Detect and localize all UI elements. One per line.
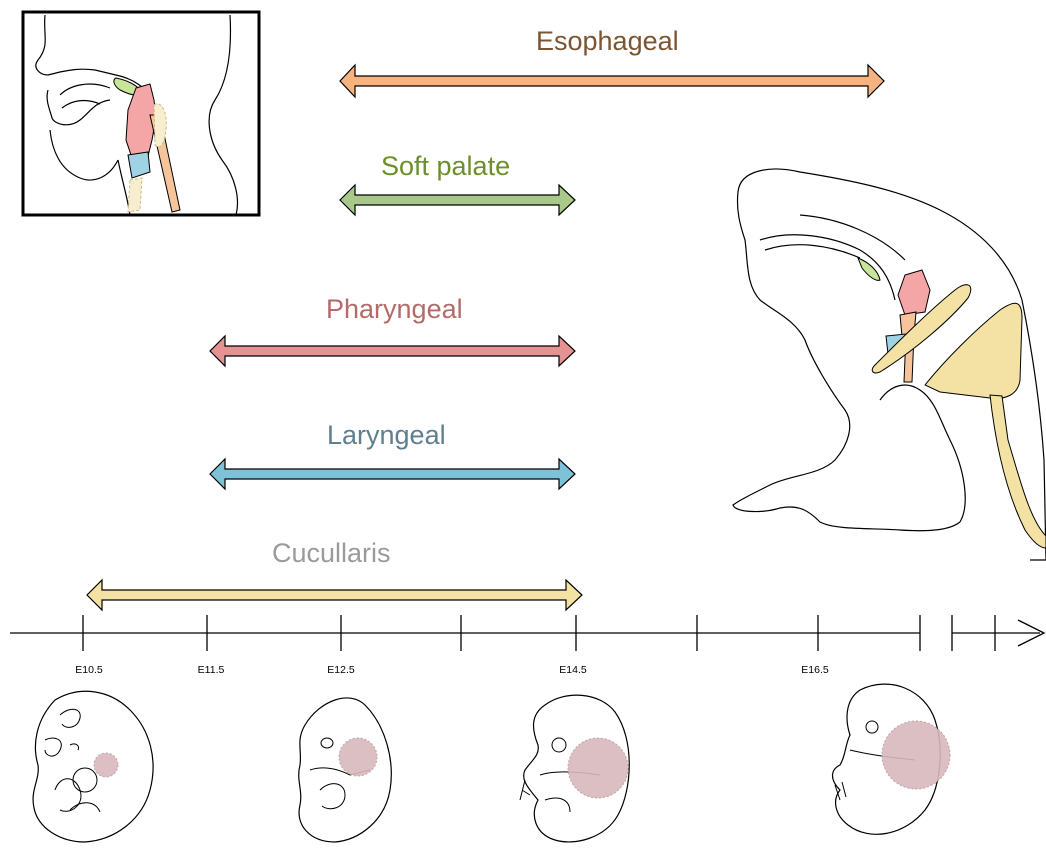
stage-label: E10.5 (75, 664, 102, 676)
timeline-axis (10, 615, 1044, 651)
soft-palate-label: Soft palate (381, 151, 510, 182)
embryo-e14-5-icon (520, 695, 629, 842)
pharyngeal-label: Pharyngeal (326, 294, 463, 325)
stage-label: E16.5 (801, 664, 828, 676)
embryo-e16-5-icon (833, 684, 951, 834)
cucullaris-arrow (87, 580, 582, 610)
cucullaris-label: Cucullaris (272, 538, 391, 569)
adult-head-section-icon (23, 12, 259, 215)
stage-label: E12.5 (327, 664, 354, 676)
laryngeal-arrow (210, 459, 575, 489)
esophageal-label: Esophageal (536, 26, 679, 57)
esophageal-arrow (340, 65, 884, 97)
embryo-head-section-icon (733, 169, 1046, 560)
embryo-e12-5-icon (299, 698, 392, 842)
pharyngeal-arrow (210, 336, 575, 366)
stage-label: E11.5 (198, 664, 225, 676)
embryo-e10-5-icon (33, 691, 153, 842)
laryngeal-label: Laryngeal (327, 420, 446, 451)
stage-label: E14.5 (559, 664, 586, 676)
soft-palate-arrow (340, 185, 575, 215)
